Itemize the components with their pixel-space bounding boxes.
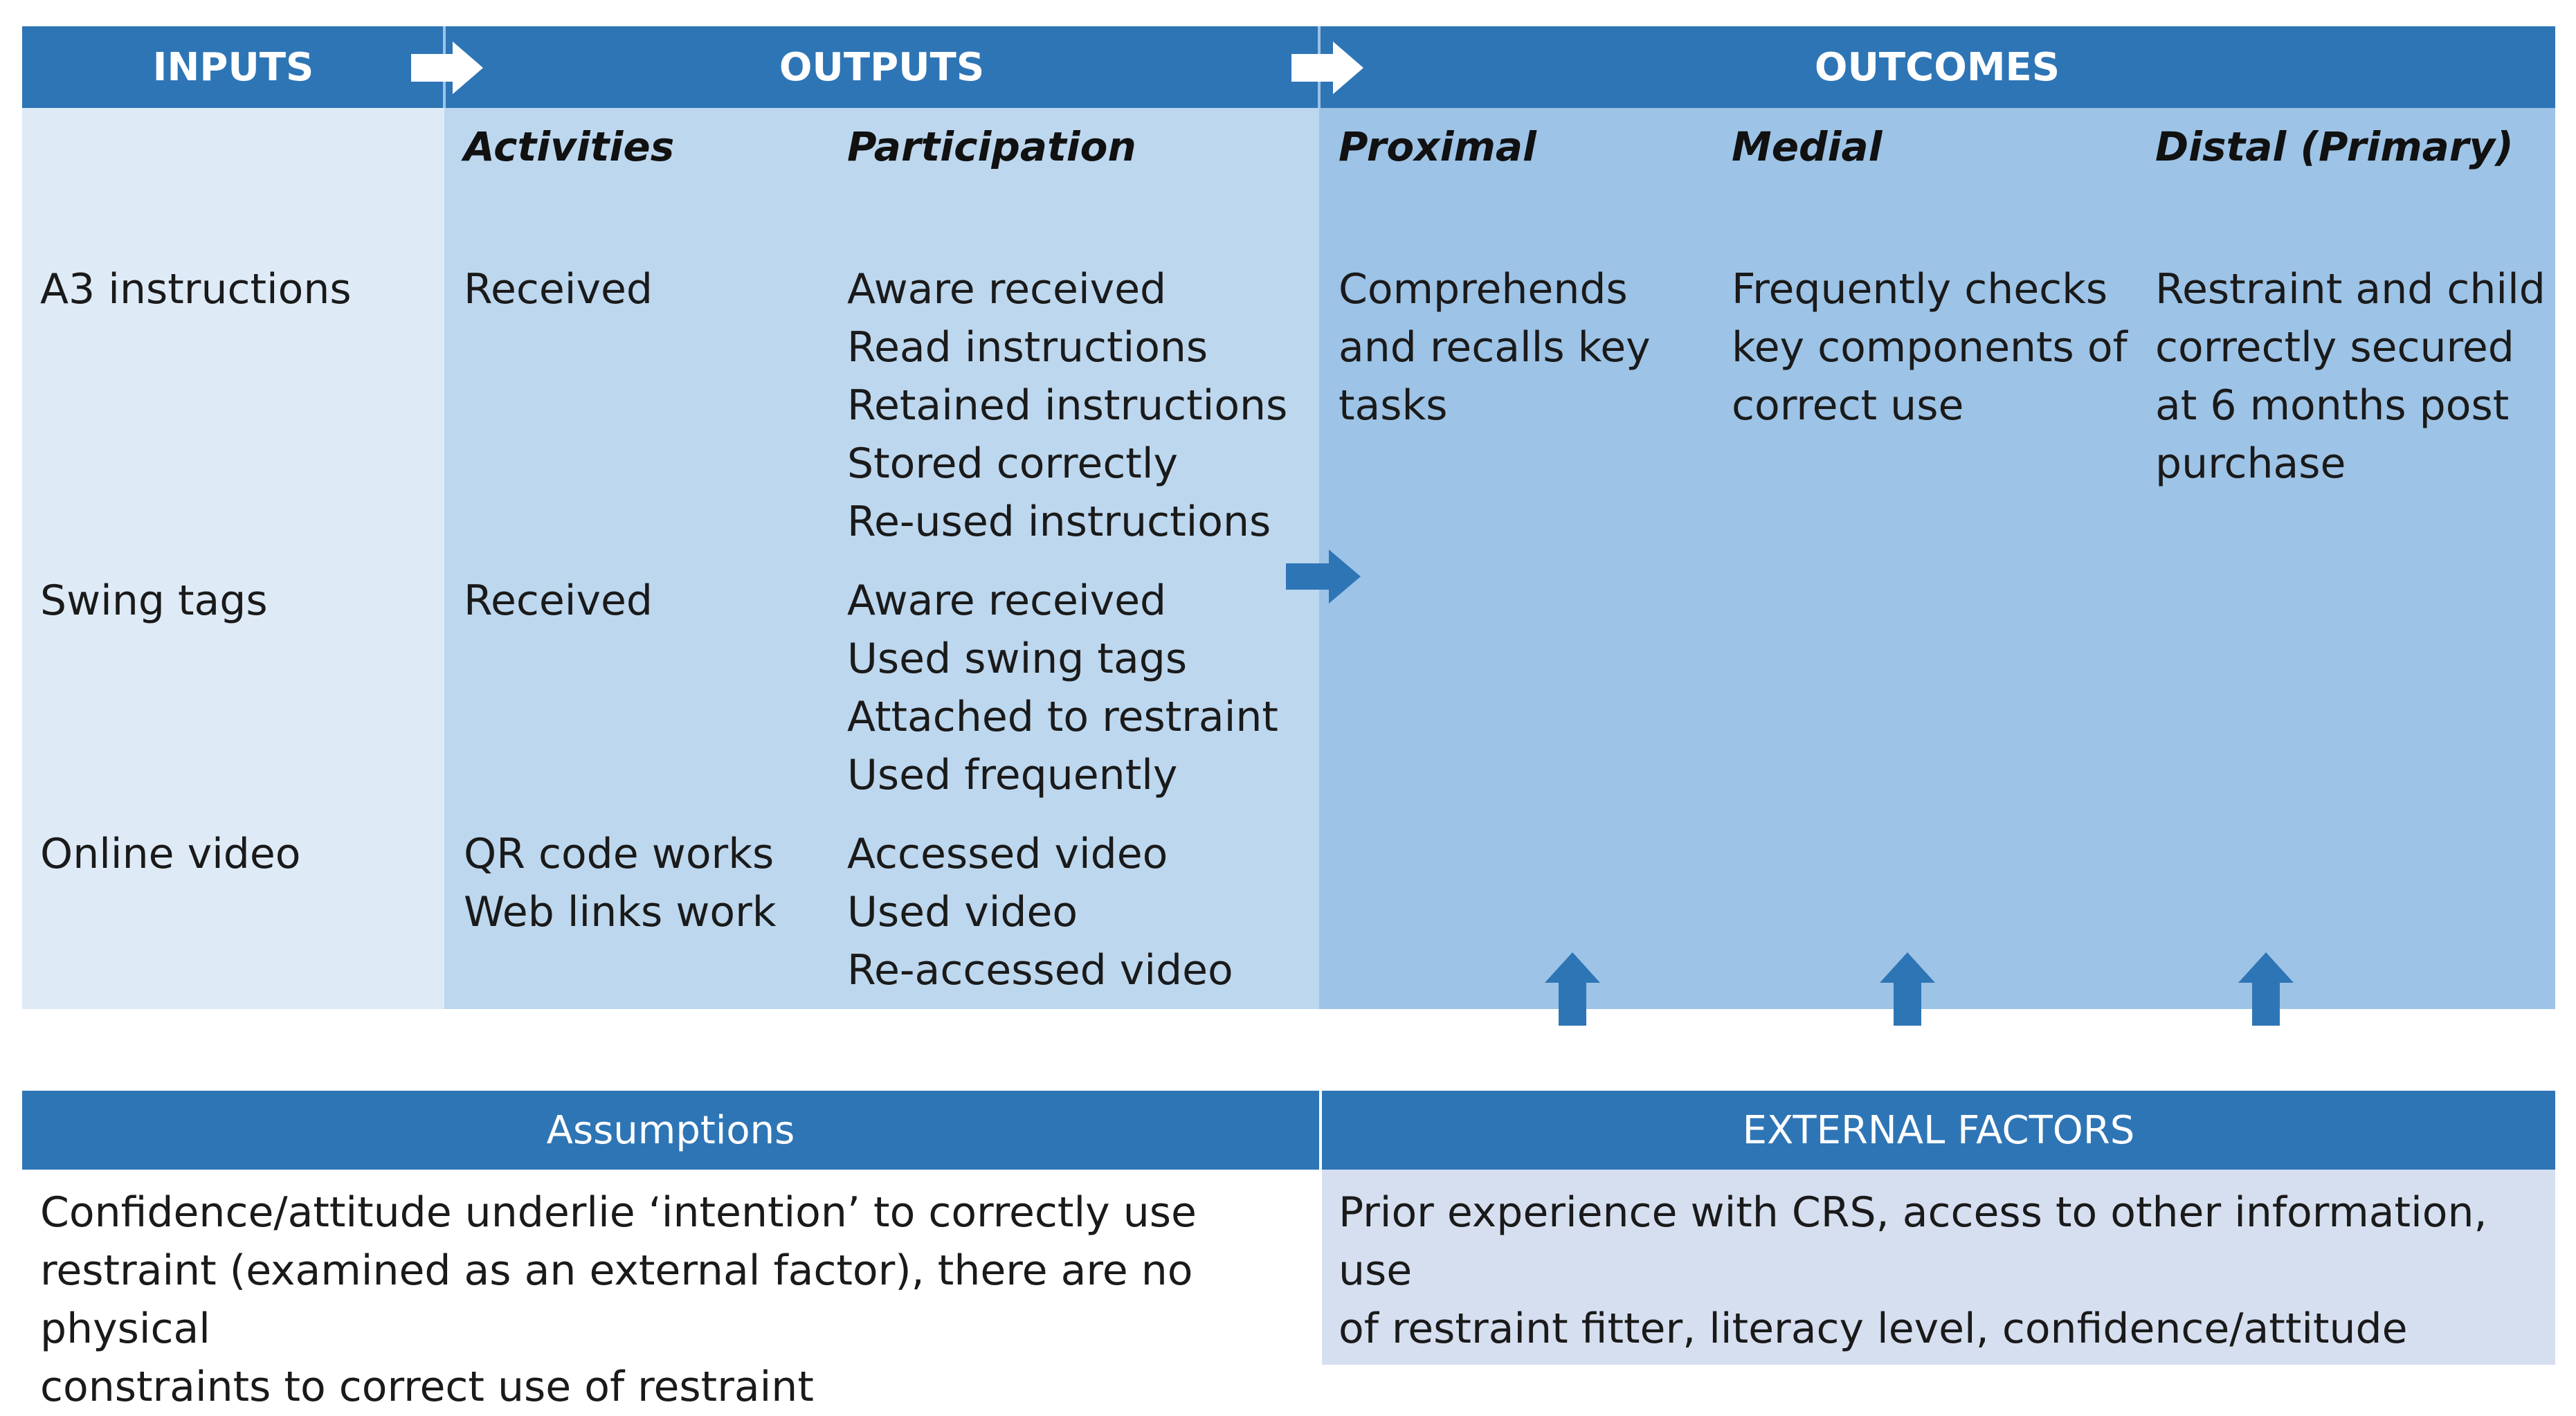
- subheader-medial: Medial: [1732, 123, 1883, 170]
- subheader-distal: Distal (Primary): [2155, 123, 2514, 170]
- bottom-divider: [1319, 1091, 1322, 1170]
- outputs-header: OUTPUTS: [444, 26, 1319, 108]
- assumptions-title: Assumptions: [546, 1107, 795, 1153]
- subheader-activities: Activities: [464, 123, 675, 170]
- outcomes-column-bg: [1319, 108, 2555, 1009]
- outputs-column-bg: [444, 108, 1319, 1009]
- outcomes-header-label: OUTCOMES: [1814, 44, 2060, 90]
- outcome-medial: Frequently checks key components of corr…: [1732, 265, 2128, 430]
- activity-swing-received: Received: [464, 577, 653, 625]
- outputs-header-label: OUTPUTS: [779, 44, 985, 90]
- header-arrow-right-icon: [1291, 42, 1363, 94]
- external-factors-title: EXTERNAL FACTORS: [1742, 1107, 2135, 1153]
- outcome-proximal: Comprehends and recalls key tasks: [1339, 265, 1651, 430]
- participation-swing: Aware received Used swing tags Attached …: [847, 577, 1278, 799]
- input-swing-tags: Swing tags: [40, 577, 268, 625]
- inputs-header-label: INPUTS: [152, 44, 314, 90]
- external-factors-bg: [1322, 1170, 2555, 1365]
- assumptions-header: Assumptions: [22, 1091, 1319, 1170]
- assumptions-text: Confidence/attitude underlie ‘intention’…: [40, 1188, 1197, 1411]
- arrow-right-icon: [1286, 550, 1361, 603]
- inputs-column-bg: [22, 108, 444, 1009]
- external-factors-text: Prior experience with CRS, access to oth…: [1339, 1188, 2487, 1353]
- header-arrow-right-icon: [411, 42, 483, 94]
- arrow-up-icon: [1545, 952, 1600, 1026]
- participation-online-video: Accessed video Used video Re-accessed vi…: [847, 830, 1233, 995]
- subheader-participation: Participation: [847, 123, 1136, 170]
- input-a3-instructions: A3 instructions: [40, 265, 352, 314]
- inputs-header: INPUTS: [22, 26, 444, 108]
- participation-a3: Aware received Read instructions Retaine…: [847, 265, 1288, 546]
- outcome-distal: Restraint and child correctly secured at…: [2155, 265, 2546, 488]
- external-factors-header: EXTERNAL FACTORS: [1322, 1091, 2555, 1170]
- input-online-video: Online video: [40, 830, 301, 878]
- outcomes-header: OUTCOMES: [1319, 26, 2555, 108]
- subheader-proximal: Proximal: [1339, 123, 1536, 170]
- arrow-up-icon: [2238, 952, 2294, 1026]
- activity-a3-received: Received: [464, 265, 653, 314]
- activity-online-video: QR code works Web links work: [464, 830, 777, 936]
- arrow-up-icon: [1880, 952, 1935, 1026]
